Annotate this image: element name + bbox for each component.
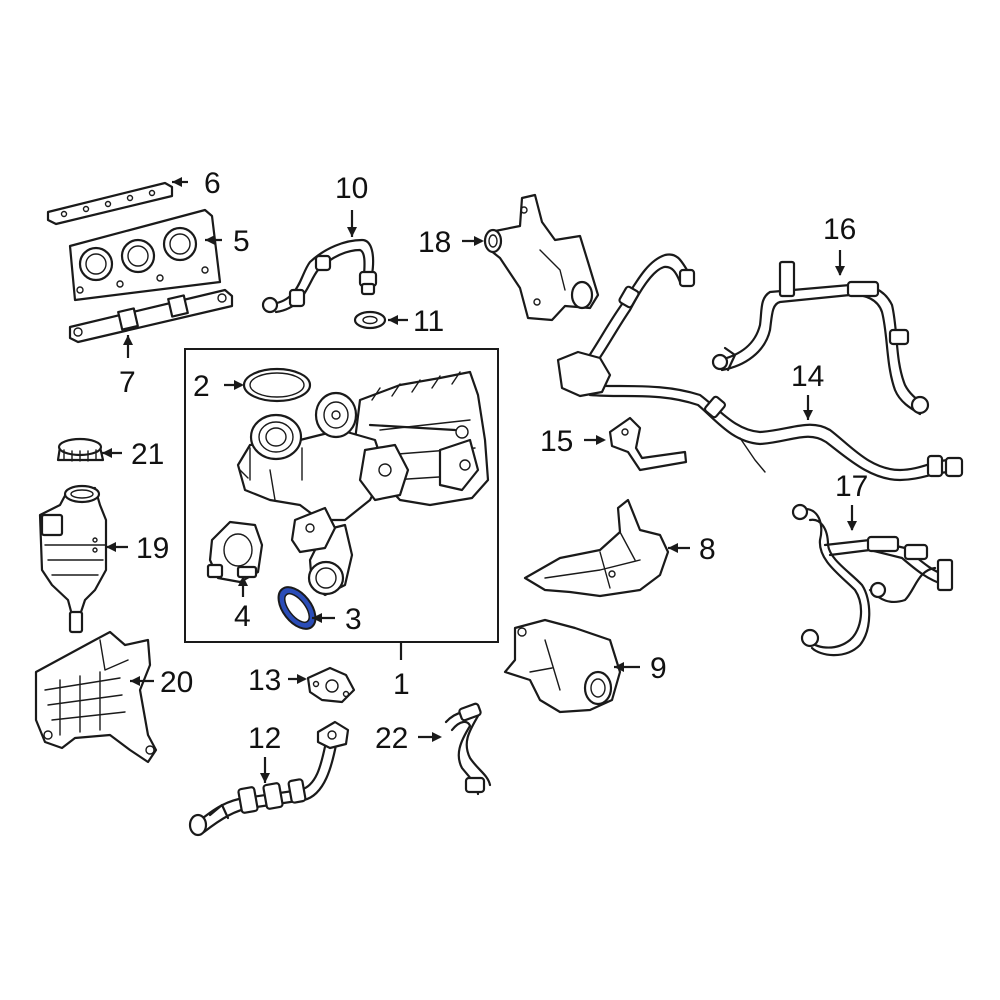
- part-15-bracket: [608, 416, 688, 472]
- part-3-gasket-highlighted: [277, 586, 317, 630]
- part-20-bracket-housing: [34, 630, 158, 764]
- arrow-6: [172, 177, 182, 187]
- callout-11: 11: [413, 305, 444, 338]
- turbocharger-assembly: [236, 370, 490, 597]
- callout-12: 12: [248, 722, 281, 755]
- arrow-11: [388, 315, 398, 325]
- part-16-coolant-line: [711, 260, 930, 416]
- part-17-coolant-line: [791, 503, 954, 657]
- callout-17: 17: [835, 470, 868, 503]
- arrow-15: [596, 435, 606, 445]
- callout-15: 15: [540, 425, 573, 458]
- callout-1: 1: [393, 668, 410, 701]
- callout-20: 20: [160, 666, 193, 699]
- part-11-washer: [353, 310, 387, 330]
- part-9-heat-shield: [503, 618, 622, 714]
- part-5-manifold-gasket: [68, 208, 222, 302]
- callout-2: 2: [193, 370, 210, 403]
- arrow-8: [668, 543, 678, 553]
- arrow-13: [297, 674, 307, 684]
- callout-8: 8: [699, 533, 716, 566]
- part-4-actuator: [206, 520, 264, 584]
- part-14-coolant-line: [556, 253, 964, 482]
- arrow-5: [205, 235, 215, 245]
- part-21-cap: [56, 437, 105, 462]
- arrow-2: [234, 380, 244, 390]
- part-19-reservoir: [38, 484, 108, 634]
- arrow-4: [238, 576, 248, 586]
- arrow-22: [432, 732, 442, 742]
- callout-10: 10: [335, 172, 368, 205]
- arrow-7: [123, 335, 133, 345]
- arrow-17: [847, 521, 857, 531]
- part-13-flange-gasket: [306, 666, 356, 704]
- callout-5: 5: [233, 225, 250, 258]
- callout-13: 13: [248, 664, 281, 697]
- part-7-bracket-bar: [68, 288, 234, 344]
- callout-9: 9: [650, 652, 667, 685]
- arrow-16: [835, 266, 845, 276]
- part-10-oil-line: [261, 238, 378, 314]
- callout-21: 21: [131, 438, 164, 471]
- callout-3: 3: [345, 603, 362, 636]
- callout-22: 22: [375, 722, 408, 755]
- callout-19: 19: [136, 532, 169, 565]
- part-22-hose: [444, 702, 492, 796]
- arrow-9: [614, 662, 624, 672]
- arrow-10: [347, 227, 357, 237]
- arrow-18: [474, 236, 484, 246]
- part-2-o-ring: [242, 367, 312, 403]
- arrow-20: [130, 676, 140, 686]
- arrow-3: [312, 613, 322, 623]
- part-8-heat-shield: [523, 498, 670, 598]
- turbo-assembly-frame: [184, 348, 499, 643]
- callout-14: 14: [791, 360, 824, 393]
- arrow-12: [260, 773, 270, 783]
- arrow-19: [106, 542, 116, 552]
- callout-7: 7: [119, 366, 136, 399]
- part-12-coolant-hose: [188, 720, 350, 837]
- arrow-21: [102, 448, 112, 458]
- callout-16: 16: [823, 213, 856, 246]
- callout-18: 18: [418, 226, 451, 259]
- part-6-gasket-strip: [46, 181, 174, 226]
- callout-6: 6: [204, 167, 221, 200]
- callout-4: 4: [234, 600, 251, 633]
- arrow-14: [803, 410, 813, 420]
- part-18-coolant-pipe: [483, 193, 600, 322]
